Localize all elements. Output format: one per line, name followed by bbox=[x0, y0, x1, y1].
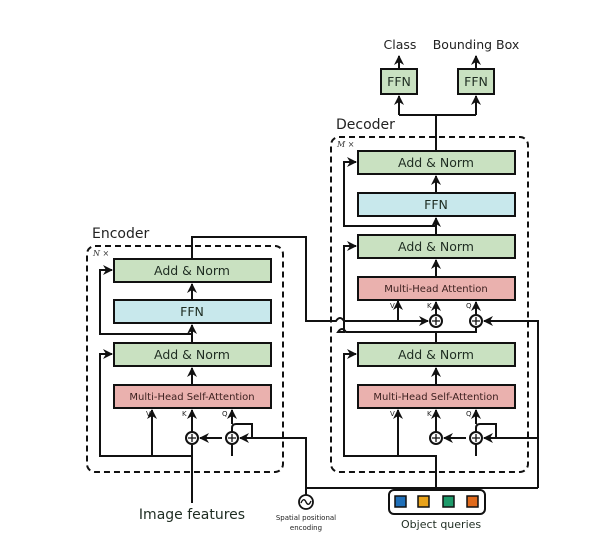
dec-self-pos-loop bbox=[475, 423, 497, 443]
decoder-add-norm-mid-label: Add & Norm bbox=[398, 239, 474, 254]
enc-k-plus-glyph bbox=[188, 434, 196, 442]
encoder-title: Encoder bbox=[92, 226, 149, 242]
dec-cross-q-label: Q bbox=[466, 302, 472, 310]
decoder-add-norm-bottom-label: Add & Norm bbox=[398, 347, 474, 362]
encoder-k-label: K bbox=[182, 410, 187, 418]
dec-cross-v-label: V bbox=[390, 302, 395, 310]
decoder-output-split bbox=[399, 114, 476, 152]
encoder-self-attention: Multi-Head Self-Attention bbox=[113, 384, 272, 409]
enc-residual-attn bbox=[99, 349, 192, 457]
dec-residual-self bbox=[343, 349, 437, 490]
decoder-add-norm-bottom: Add & Norm bbox=[357, 342, 516, 367]
decoder-add-norm-mid: Add & Norm bbox=[357, 234, 516, 259]
ffn-class-label: FFN bbox=[387, 74, 411, 89]
decoder-ffn-label: FFN bbox=[424, 197, 448, 212]
decoder-add-norm-top: Add & Norm bbox=[357, 150, 516, 175]
query-square-red bbox=[466, 495, 479, 508]
dec-cross-k-plus-glyph bbox=[432, 317, 440, 325]
enc-residual-ffn bbox=[99, 265, 192, 335]
decoder-cross-attention: Multi-Head Attention bbox=[357, 276, 516, 301]
query-square-blue bbox=[394, 495, 407, 508]
decoder-repeat-label: M × bbox=[336, 140, 354, 149]
decoder-cross-attention-label: Multi-Head Attention bbox=[384, 284, 488, 295]
encoder-q-label: Q bbox=[222, 410, 228, 418]
decoder-title: Decoder bbox=[336, 117, 395, 133]
decoder-ffn: FFN bbox=[357, 192, 516, 217]
dec-query-pos-to-cross bbox=[483, 316, 539, 488]
encoder-ffn-label: FFN bbox=[180, 304, 204, 319]
encoder-add-norm-top: Add & Norm bbox=[113, 258, 272, 283]
dec-residual-cross bbox=[336, 241, 437, 343]
enc-q-plus-glyph bbox=[228, 434, 236, 442]
dec-self-q-label: Q bbox=[466, 410, 472, 418]
encoder-self-attention-label: Multi-Head Self-Attention bbox=[129, 392, 254, 403]
decoder-add-norm-top-label: Add & Norm bbox=[398, 155, 474, 170]
object-queries-label: Object queries bbox=[401, 518, 481, 531]
dec-self-k-label: K bbox=[427, 410, 432, 418]
encoder-add-norm-bottom: Add & Norm bbox=[113, 342, 272, 367]
pos-encoding-to-decoder bbox=[305, 487, 538, 495]
dec-self-v-label: V bbox=[390, 410, 395, 418]
spatial-positional-encoding-icon bbox=[298, 494, 314, 510]
encoder-v-label: V bbox=[146, 410, 151, 418]
encoder-add-norm-top-label: Add & Norm bbox=[154, 263, 230, 278]
dec-cross-q-plus-glyph bbox=[472, 317, 480, 325]
bounding-box-label: Bounding Box bbox=[433, 37, 520, 52]
spatial-encoding-label-line2: encoding bbox=[290, 524, 322, 532]
encoder-repeat-label: N × bbox=[92, 249, 109, 258]
enc-pos-feed bbox=[240, 437, 307, 495]
dec-query-to-q bbox=[436, 328, 477, 333]
ffn-bbox-label: FFN bbox=[464, 74, 488, 89]
decoder-self-attention-label: Multi-Head Self-Attention bbox=[373, 392, 498, 403]
enc-pos-to-k bbox=[231, 423, 253, 443]
dec-residual-ffn bbox=[343, 157, 436, 227]
decoder-block-border bbox=[330, 136, 529, 473]
object-queries bbox=[388, 489, 486, 515]
spatial-encoding-label-line1: Spatial positional bbox=[276, 514, 336, 522]
dec-self-q-plus-glyph bbox=[472, 434, 480, 442]
ffn-class-head: FFN bbox=[380, 68, 418, 95]
decoder-self-attention: Multi-Head Self-Attention bbox=[357, 384, 516, 409]
query-square-green bbox=[442, 495, 455, 508]
encoder-add-norm-bottom-label: Add & Norm bbox=[154, 347, 230, 362]
ffn-bbox-head: FFN bbox=[457, 68, 495, 95]
encoder-block-border bbox=[86, 245, 284, 473]
query-square-orange bbox=[417, 495, 430, 508]
dec-self-k-plus-glyph bbox=[432, 434, 440, 442]
class-label: Class bbox=[384, 37, 417, 52]
image-features-label: Image features bbox=[139, 507, 245, 523]
encoder-ffn: FFN bbox=[113, 299, 272, 324]
dec-cross-k-label: K bbox=[427, 302, 432, 310]
